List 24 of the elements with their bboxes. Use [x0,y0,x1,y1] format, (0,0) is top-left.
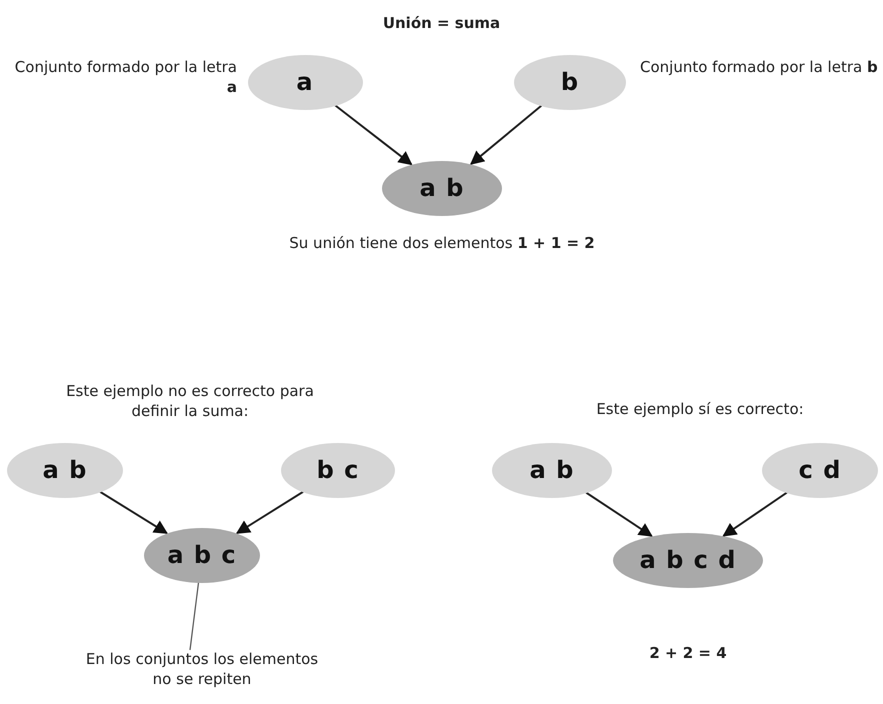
caption-text: Su unión tiene dos elementos 1 + 1 = 2 [288,234,596,254]
arrow [236,490,304,534]
set-ellipse: b [514,54,626,110]
set-ellipse: a b c d [613,532,763,588]
set-ellipse: a b [7,442,123,498]
set-ellipse: b c [281,442,395,498]
arrow [722,492,788,537]
arrow [470,104,542,165]
set-ellipse: c d [762,442,878,498]
set-ellipse: a b [492,442,612,498]
caption-text: Este ejemplo no es correcto para definir la suma: [65,382,315,421]
caption-text: 2 + 2 = 4 [648,644,728,664]
arrow [334,104,413,166]
set-ellipse: a b [382,160,502,216]
set-ellipse: a [248,54,362,110]
set-caption: Conjunto formado por la letra a [14,58,237,97]
arrow [586,492,653,537]
note-text: En los conjuntos los elementos no se repiten [77,650,327,692]
caption-text: Este ejemplo sí es correcto: [595,400,805,420]
set-caption: Conjunto formado por la letra b [640,58,878,78]
set-ellipse: a b c [144,528,260,582]
arrow [100,491,168,534]
title: Unión = suma [382,14,502,32]
leader-line [189,582,200,650]
